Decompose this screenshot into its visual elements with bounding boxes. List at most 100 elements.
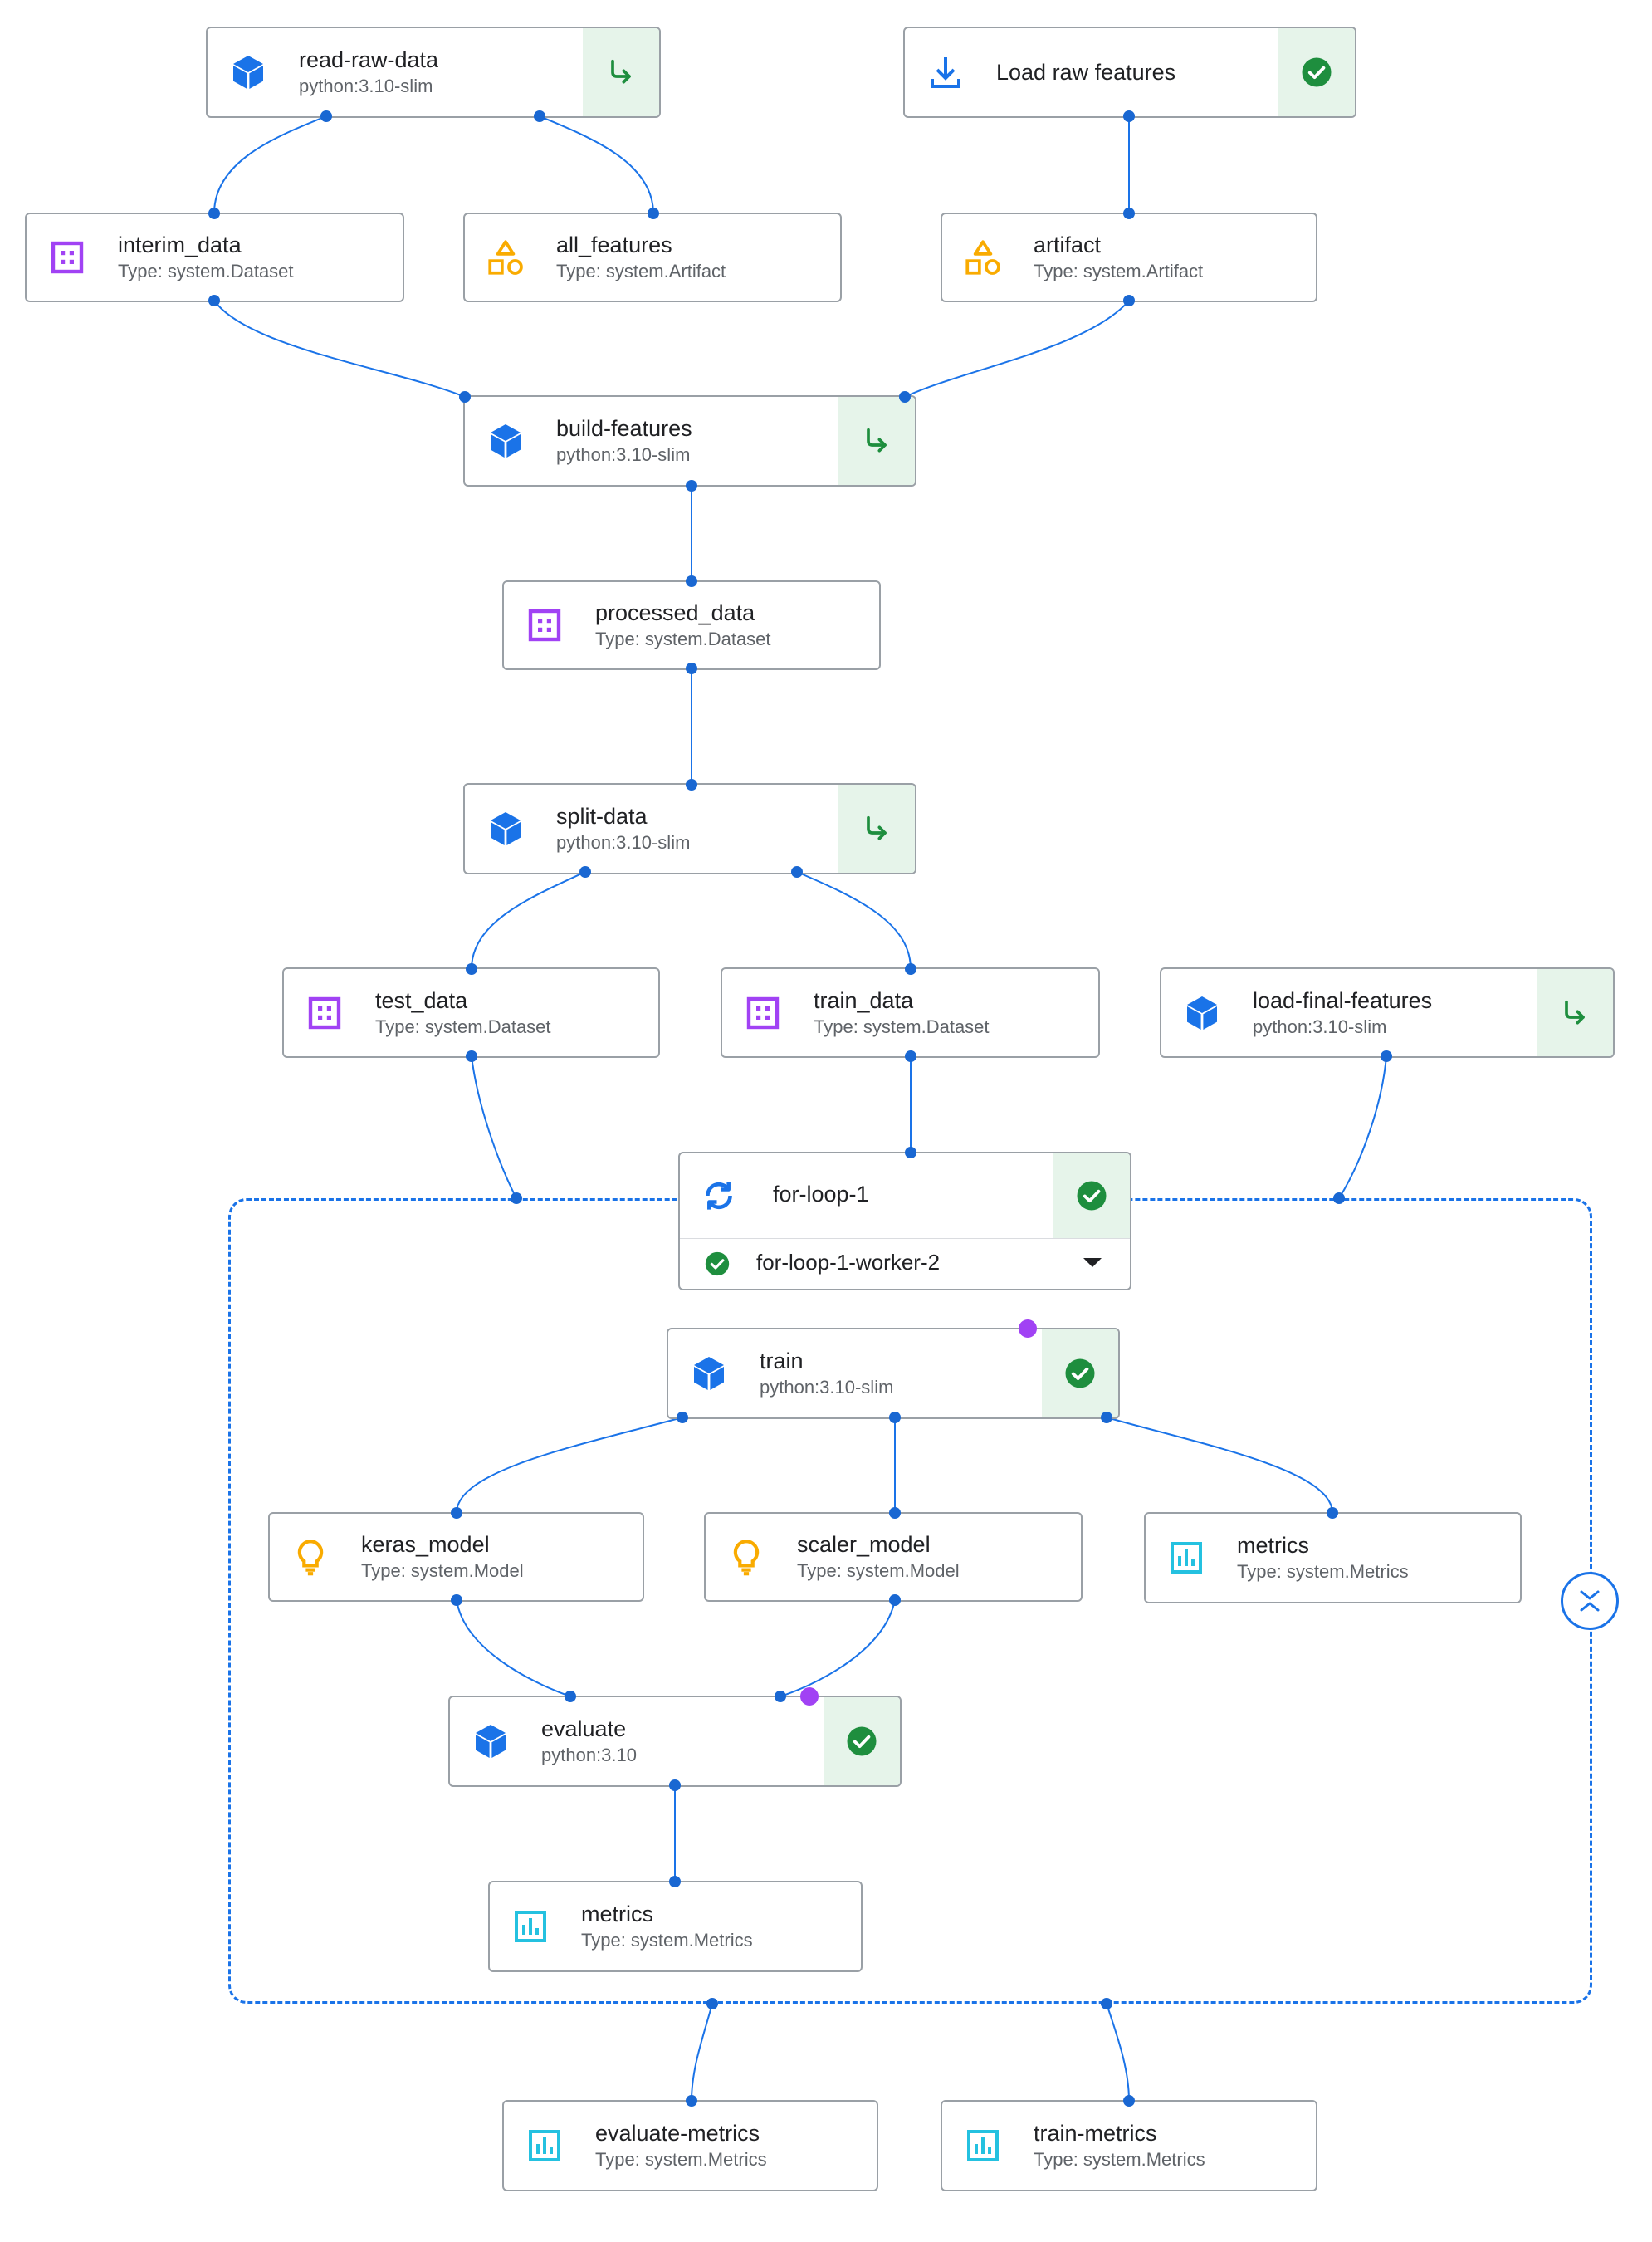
for-loop-header[interactable]: for-loop-1 [680,1153,1130,1239]
node-metrics-train[interactable]: metrics Type: system.Metrics [1144,1512,1522,1603]
node-build-features[interactable]: build-features python:3.10-slim [463,395,916,487]
node-keras-model[interactable]: keras_model Type: system.Model [268,1512,644,1602]
edge-split-train [796,871,912,970]
collapse-icon [1580,1590,1600,1612]
node-text: test_data Type: system.Dataset [375,986,551,1040]
node-subtitle: Type: system.Dataset [118,261,294,281]
node-title: metrics [1237,1533,1309,1558]
cube-icon [226,50,271,95]
download-icon [923,50,968,95]
node-title: artifact [1034,233,1102,257]
loop-icon [696,1173,741,1218]
cube-icon [483,806,528,851]
node-subtitle: Type: system.Model [361,1560,524,1581]
node-interim-data[interactable]: interim_data Type: system.Dataset [25,213,404,302]
node-subtitle: Type: system.Metrics [1237,1561,1409,1582]
metrics-icon [522,2123,567,2168]
node-train-metrics[interactable]: train-metrics Type: system.Metrics [941,2100,1317,2191]
node-text: train python:3.10-slim [760,1347,893,1400]
node-all-features[interactable]: all_features Type: system.Artifact [463,213,842,302]
node-test-data[interactable]: test_data Type: system.Dataset [282,967,660,1058]
node-subtitle: python:3.10-slim [556,444,691,465]
node-scaler-model[interactable]: scaler_model Type: system.Model [704,1512,1083,1602]
dataset-icon [522,603,567,648]
edge-test-loop [471,1055,517,1199]
metrics-icon [960,2123,1005,2168]
edge-interim-build [213,300,466,398]
node-title: test_data [375,987,468,1013]
node-subtitle: Type: system.Artifact [556,261,726,281]
node-title: split-data [556,804,648,829]
node-text: keras_model Type: system.Model [361,1530,524,1584]
node-subtitle: python:3.10-slim [1253,1016,1387,1037]
node-title: scaler_model [797,1532,931,1557]
node-subtitle: Type: system.Dataset [375,1016,551,1037]
node-title: read-raw-data [299,47,439,72]
collapse-loop-button[interactable] [1561,1572,1619,1630]
dataset-icon [302,991,347,1035]
node-subtitle: Type: system.Metrics [1034,2149,1205,2170]
dataset-icon [740,991,785,1035]
node-subtitle: Type: system.Model [797,1560,960,1581]
node-text: evaluate python:3.10 [541,1715,637,1768]
check-icon [1053,1153,1130,1238]
node-title: evaluate-metrics [595,2121,760,2146]
cube-icon [687,1351,731,1396]
node-split-data[interactable]: split-data python:3.10-slim [463,783,916,874]
node-title: evaluate [541,1716,627,1741]
node-subtitle: python:3.10-slim [299,76,433,96]
node-text: all_features Type: system.Artifact [556,231,726,284]
node-metrics-eval[interactable]: metrics Type: system.Metrics [488,1881,863,1972]
node-title: train_data [814,987,914,1013]
for-loop-title: for-loop-1 [773,1182,869,1207]
node-subtitle: Type: system.Artifact [1034,261,1204,281]
edge-loop-evalmetrics [691,2003,713,2102]
node-subtitle: python:3.10-slim [760,1377,894,1398]
metrics-icon [508,1904,553,1949]
node-train[interactable]: train python:3.10-slim [667,1328,1120,1419]
node-processed-data[interactable]: processed_data Type: system.Dataset [502,580,881,670]
edge-loadfinal-loop [1338,1055,1387,1199]
node-subtitle: Type: system.Metrics [581,1930,753,1951]
node-title: train [760,1349,804,1373]
worker-label: for-loop-1-worker-2 [756,1250,941,1275]
node-subtitle: python:3.10-slim [556,832,691,853]
node-title: all_features [556,233,672,257]
edge-read-interim [213,115,327,214]
node-title: interim_data [118,233,242,257]
check-icon [824,1697,900,1785]
node-text: train_data Type: system.Dataset [814,986,990,1040]
node-text: build-features python:3.10-slim [556,414,692,467]
node-title: metrics [581,1902,653,1926]
cache-icon [838,785,915,873]
node-text: processed_data Type: system.Dataset [595,599,771,652]
node-text: metrics Type: system.Metrics [1237,1531,1409,1584]
metrics-icon [1164,1535,1209,1580]
node-title: load-final-features [1253,987,1433,1013]
node-subtitle: python:3.10 [541,1745,637,1765]
node-evaluate[interactable]: evaluate python:3.10 [448,1696,902,1787]
node-text: interim_data Type: system.Dataset [118,231,294,284]
node-text: Load raw features [996,58,1175,86]
node-evaluate-metrics[interactable]: evaluate-metrics Type: system.Metrics [502,2100,878,2191]
node-subtitle: Type: system.Metrics [595,2149,767,2170]
node-subtitle: Type: system.Dataset [595,629,771,649]
node-title: Load raw features [996,60,1176,85]
edge-read-allfeatures [539,115,654,214]
node-text: train-metrics Type: system.Metrics [1034,2119,1205,2172]
node-read-raw-data[interactable]: read-raw-data python:3.10-slim [206,27,661,118]
cache-icon [838,397,915,485]
node-text: metrics Type: system.Metrics [581,1900,753,1953]
node-text: read-raw-data python:3.10-slim [299,46,438,99]
node-load-raw-features[interactable]: Load raw features [903,27,1356,118]
node-load-final-features[interactable]: load-final-features python:3.10-slim [1160,967,1615,1058]
node-subtitle: Type: system.Dataset [814,1016,990,1037]
for-loop-worker-select[interactable]: for-loop-1-worker-2 [680,1238,1130,1289]
bulb-icon [724,1535,769,1579]
node-artifact[interactable]: artifact Type: system.Artifact [941,213,1317,302]
artifact-icon [960,235,1005,280]
node-text: evaluate-metrics Type: system.Metrics [595,2119,767,2172]
node-train-data[interactable]: train_data Type: system.Dataset [721,967,1100,1058]
check-icon [1042,1329,1118,1417]
node-for-loop[interactable]: for-loop-1 for-loop-1-worker-2 [678,1152,1131,1290]
